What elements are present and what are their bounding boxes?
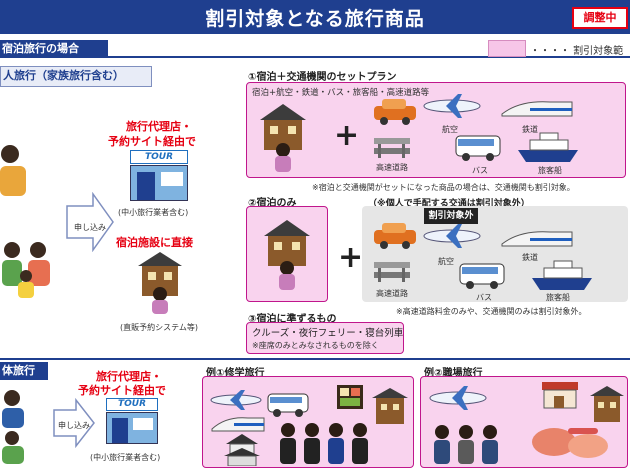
seafood-icon [532,428,608,458]
ship-icon [518,132,578,162]
section-title-lodging: 宿泊旅行の場合 [0,40,108,58]
plan3-item: クルーズ・夜行フェリー・寝台列車 [252,328,404,339]
tour-sign: TOUR [130,150,188,164]
plan3-heading: ③宿泊に準ずるもの [248,314,337,325]
highway-icon [374,262,410,282]
group-route-agent-line1: 旅行代理店・ [96,370,162,383]
section-title-group: 体旅行 [0,362,48,380]
section-subtitle-individual: 人旅行（家族旅行含む） [0,66,152,87]
ship-label: 旅客船 [538,166,562,175]
airplane-icon [429,386,487,410]
route-direct: 宿泊施設に直接 [116,236,193,249]
example2-heading: 例②職場旅行 [424,368,483,379]
travel-agency-shop-icon: TOUR [130,150,188,202]
route-agent-line2: 予約サイト経由で [108,135,196,148]
castle-icon [224,434,260,466]
tour-sign: TOUR [106,398,158,411]
shinkansen-icon [211,417,265,432]
bus-icon [455,135,501,161]
bus-icon [459,263,505,289]
rail-label: 鉄道 [522,253,538,262]
apply-arrow-icon [53,398,95,448]
legend-swatch [488,40,526,57]
inn-icon [590,386,624,422]
highway-label: 高速道路 [376,289,408,298]
restaurant-icon [542,382,578,409]
status-badge: 調整中 [572,7,628,29]
legend-label: ・・・・ 割引対象範 [530,46,624,57]
inn-with-host-icon [264,220,310,290]
family-icon [2,242,50,298]
section-divider [0,56,630,58]
plan1-note: ※宿泊と交通機関がセットになった商品の場合は、交通機関も割引対象。 [312,183,575,192]
highway-label: 高速道路 [376,163,408,172]
shinkansen-icon [501,101,573,117]
bento-icon [337,385,363,409]
airplane-icon [423,224,481,248]
inn-with-host-icon [260,104,306,172]
students-icon [280,423,368,464]
plan1-items: 宿泊+航空・鉄道・バス・旅客船・高速道路等 [252,88,430,98]
bus-label: バス [476,293,492,302]
page-title: 割引対象となる旅行商品 [205,8,425,30]
plan1-heading: ①宿泊＋交通機関のセットプラン [248,72,397,83]
group-people-icon [2,390,24,464]
apply-arrow-icon [66,192,114,252]
plan2-heading: ②宿泊のみ [248,198,297,209]
plan3-box [246,322,404,354]
plan2-note: ※高速道路料金のみや、交通機関のみは割引対象外。 [396,307,587,316]
apply-label: 申し込み [74,223,106,232]
agent-note: (中小旅行業者含む) [118,208,189,217]
car-icon [374,99,416,125]
bus-label: バス [472,166,488,175]
example1-heading: 例①修学旅行 [206,368,265,379]
plus-icon: + [338,240,364,275]
air-label: 航空 [438,257,454,266]
section-divider [0,358,630,360]
air-label: 航空 [442,125,458,134]
bus-icon [267,393,309,417]
header-bar [0,0,630,34]
airplane-icon [210,390,262,410]
travel-agency-shop-icon: TOUR [106,398,158,446]
highway-icon [374,138,410,158]
ship-label: 旅客船 [546,293,570,302]
plus-icon: + [334,118,360,153]
route-agent-line1: 旅行代理店・ [126,120,192,133]
direct-note: (直販予約システム等) [120,323,199,332]
plan2-excluded-note: （※個人で手配する交通は割引対象外） [368,199,530,209]
plan3-note: ※座席のみとみなされるものを除く [252,341,379,350]
group-agent-note: (中小旅行業者含む) [90,453,161,462]
group-route-agent-line2: 予約サイト経由で [78,384,166,397]
shinkansen-icon [501,231,573,247]
ship-icon [532,260,592,290]
apply-label: 申し込み [58,421,90,430]
inn-icon [372,388,408,424]
inn-with-host-icon [138,252,182,314]
person-icon [0,145,26,196]
airplane-icon [423,94,481,118]
excluded-tag: 割引対象外 [424,208,478,224]
car-icon [374,223,416,249]
workers-icon [434,425,498,464]
rail-label: 鉄道 [522,125,538,134]
